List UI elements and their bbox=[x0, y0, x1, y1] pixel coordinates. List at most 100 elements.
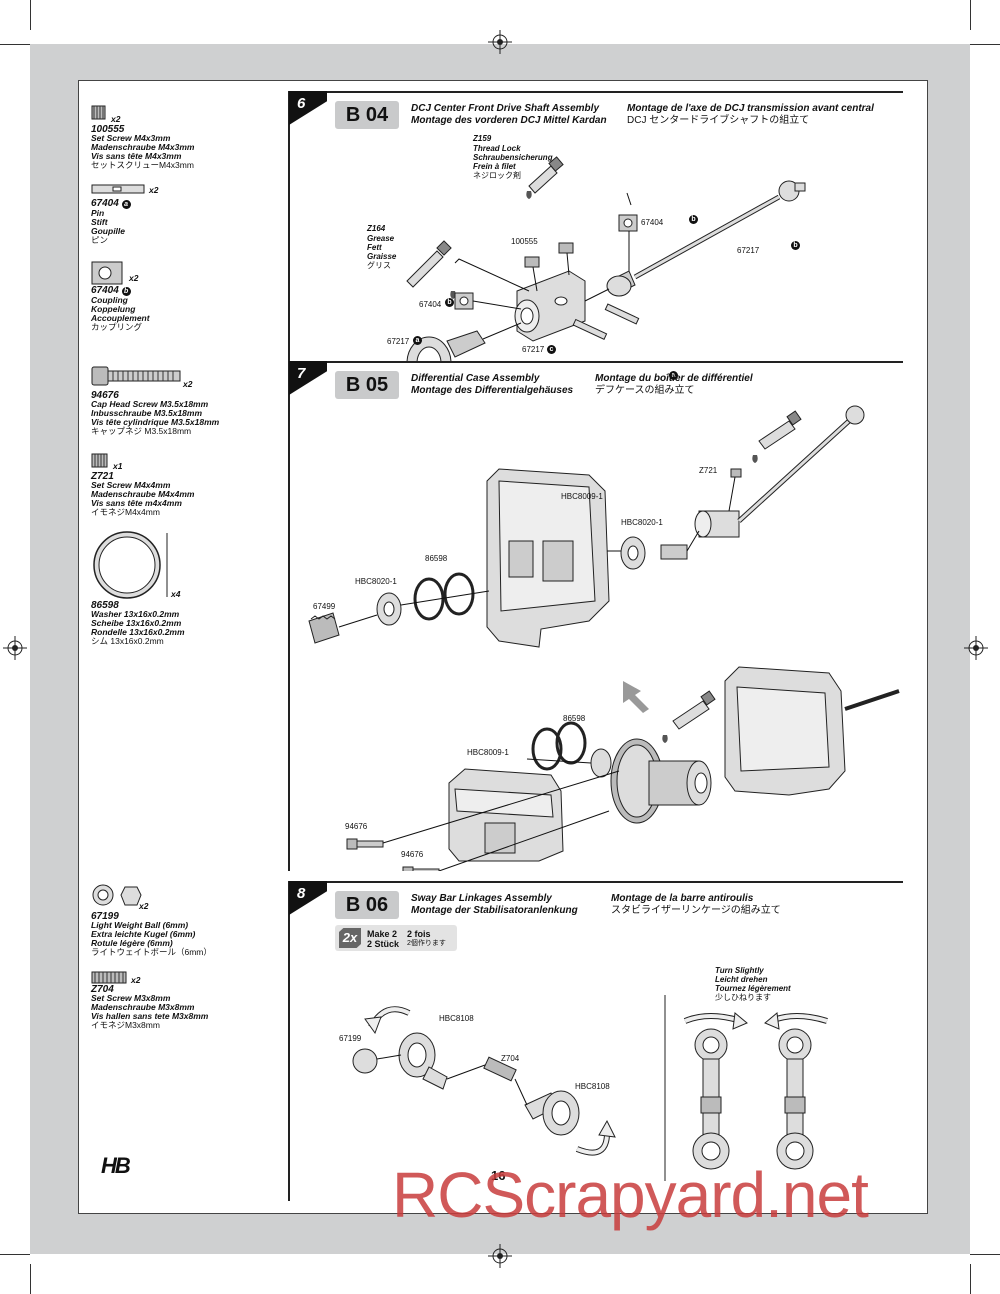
manual-page: x2 100555 Set Screw M4x3mm Madenschraube… bbox=[78, 80, 928, 1214]
z164-de: Fett bbox=[367, 243, 382, 252]
z159-en: Thread Lock bbox=[473, 144, 521, 153]
part-number: 94676 bbox=[91, 390, 119, 401]
part-name-en: Set Screw M4x3mm bbox=[91, 133, 171, 143]
badge-a: a bbox=[413, 336, 422, 345]
gearbox-housing-icon bbox=[724, 666, 900, 796]
part-name-jp: シム 13x16x0.2mm bbox=[91, 636, 164, 646]
label-67404-b: 67404 bbox=[419, 300, 442, 309]
part-name-fr: Vis sans tête m4x4mm bbox=[91, 498, 182, 508]
pin-icon bbox=[572, 318, 608, 340]
step-title-de: Montage des Differentialgehäuses bbox=[411, 385, 574, 396]
part-name-fr: Rondelle 13x16x0.2mm bbox=[91, 627, 185, 637]
part-name-en: Set Screw M3x8mm bbox=[91, 993, 171, 1003]
washer-icon bbox=[531, 727, 563, 771]
part-qty: x2 bbox=[129, 273, 139, 283]
label-hbc8108-b: HBC8108 bbox=[575, 1082, 610, 1091]
part-qty: x2 bbox=[149, 185, 159, 195]
z159-de: Schraubensicherung bbox=[473, 153, 553, 162]
part-name-jp: カップリング bbox=[91, 322, 143, 332]
pinion-shaft-icon bbox=[660, 544, 688, 560]
set-screw-icon bbox=[730, 468, 742, 478]
step-number: 6 bbox=[289, 91, 327, 125]
set-screw-icon bbox=[483, 1056, 517, 1082]
part-name-jp: ピン bbox=[91, 235, 109, 245]
step-6-diagram: Z159 Thread Lock Schraubensicherung Frei… bbox=[366, 134, 806, 361]
part-name-en: Pin bbox=[91, 208, 105, 218]
linkage-icon bbox=[692, 1028, 730, 1170]
label-67217-c: 67217 bbox=[522, 345, 545, 354]
part-name-de: Madenschraube M4x4mm bbox=[91, 489, 195, 499]
part-name-en: Washer 13x16x0.2mm bbox=[91, 609, 180, 619]
gearbox-housing-icon bbox=[486, 468, 610, 648]
step-title-jp: DCJ センタードライブシャフトの組立て bbox=[627, 115, 810, 126]
step-title-en-de: Differential Case Assembly Montage des D… bbox=[411, 373, 573, 397]
coupling-icon bbox=[91, 261, 123, 285]
part-100555: 100555 Set Screw M4x3mm Madenschraube M4… bbox=[91, 125, 194, 170]
part-qty: x1 bbox=[113, 461, 123, 471]
step-title-fr-jp: Montage de l'axe de DCJ transmission ava… bbox=[627, 103, 874, 127]
badge-c: c bbox=[547, 345, 556, 354]
crop-mark bbox=[970, 44, 1000, 45]
part-name-fr: Rotule légère (6mm) bbox=[91, 938, 173, 948]
step-number: 8 bbox=[289, 881, 327, 915]
z164-en: Grease bbox=[367, 234, 395, 243]
registration-mark-top bbox=[488, 30, 512, 54]
rotate-arrow-icon bbox=[598, 1119, 616, 1138]
drive-shaft-icon bbox=[694, 405, 865, 538]
part-name-fr: Accouplement bbox=[91, 313, 150, 323]
part-name-jp: イモネジM4x4mm bbox=[91, 507, 160, 517]
watermark: RCScrapyard.net bbox=[392, 1159, 869, 1231]
step-rule bbox=[289, 91, 903, 93]
make-jp: 2個作ります bbox=[407, 940, 446, 947]
column-divider bbox=[288, 91, 290, 871]
crop-mark bbox=[970, 0, 971, 30]
label-z704: Z704 bbox=[501, 1054, 520, 1063]
part-name-en: Light Weight Ball (6mm) bbox=[91, 920, 189, 930]
part-number: 67199 bbox=[91, 911, 119, 922]
registration-mark-left bbox=[3, 636, 27, 660]
part-name-en: Coupling bbox=[91, 295, 128, 305]
z159-jp: ネジロック剤 bbox=[473, 170, 521, 180]
label-86598-upper: 86598 bbox=[425, 554, 448, 563]
part-name-de: Koppelung bbox=[91, 304, 136, 314]
grease-tube-icon bbox=[406, 240, 456, 299]
step-7: 7 B 05 Differential Case Assembly Montag… bbox=[289, 361, 903, 881]
part-name-jp: キャップネジ M3.5x18mm bbox=[91, 426, 192, 436]
pinion-gear-icon bbox=[308, 612, 340, 644]
turn-arrow-icon bbox=[764, 1012, 780, 1030]
label-hbc8009-1-a: HBC8009-1 bbox=[467, 748, 509, 757]
direction-arrow-icon bbox=[623, 681, 649, 713]
part-name-de: Madenschraube M4x3mm bbox=[91, 142, 195, 152]
part-name-en: Cap Head Screw M3.5x18mm bbox=[91, 399, 209, 409]
cap-screw-icon bbox=[91, 366, 181, 386]
bearing-icon bbox=[590, 748, 612, 778]
turn-de: Leicht drehen bbox=[715, 975, 768, 984]
step-code: B 04 bbox=[335, 101, 399, 129]
label-hbc8108-a: HBC8108 bbox=[439, 1014, 474, 1023]
set-screw-icon bbox=[91, 971, 127, 984]
label-hbc8009-1-b: HBC8009-1 bbox=[561, 492, 603, 501]
drive-shaft-icon bbox=[606, 180, 806, 297]
center-coupler-icon bbox=[514, 270, 586, 342]
step-code: B 05 bbox=[335, 371, 399, 399]
step-title-fr: Montage de l'axe de DCJ transmission ava… bbox=[627, 103, 874, 114]
page-number: 16 bbox=[491, 1168, 506, 1183]
gearbox-housing-icon bbox=[448, 768, 564, 862]
part-name-de: Extra leichte Kugel (6mm) bbox=[91, 929, 196, 939]
part-number: 86598 bbox=[91, 600, 119, 611]
step-number: 7 bbox=[289, 361, 327, 395]
linkage-icon bbox=[776, 1028, 814, 1170]
part-name-de: Madenschraube M3x8mm bbox=[91, 1002, 195, 1012]
pin-icon bbox=[604, 303, 640, 325]
label-94676-b: 94676 bbox=[401, 850, 424, 859]
turn-fr: Tournez légèrement bbox=[715, 984, 791, 993]
part-z721: Z721 Set Screw M4x4mm Madenschraube M4x4… bbox=[91, 472, 194, 517]
grease-tube-icon bbox=[662, 690, 716, 743]
step-rule bbox=[289, 881, 903, 883]
label-100555: 100555 bbox=[511, 237, 538, 246]
part-86598: 86598 Washer 13x16x0.2mm Scheibe 13x16x0… bbox=[91, 601, 185, 646]
step-title-en: Sway Bar Linkages Assembly bbox=[411, 893, 552, 904]
part-number: 100555 bbox=[91, 124, 125, 135]
step-title-fr-jp: Montage du boîtier de différentiel デフケース… bbox=[595, 373, 753, 397]
step-title-fr: Montage du boîtier de différentiel bbox=[595, 373, 753, 384]
